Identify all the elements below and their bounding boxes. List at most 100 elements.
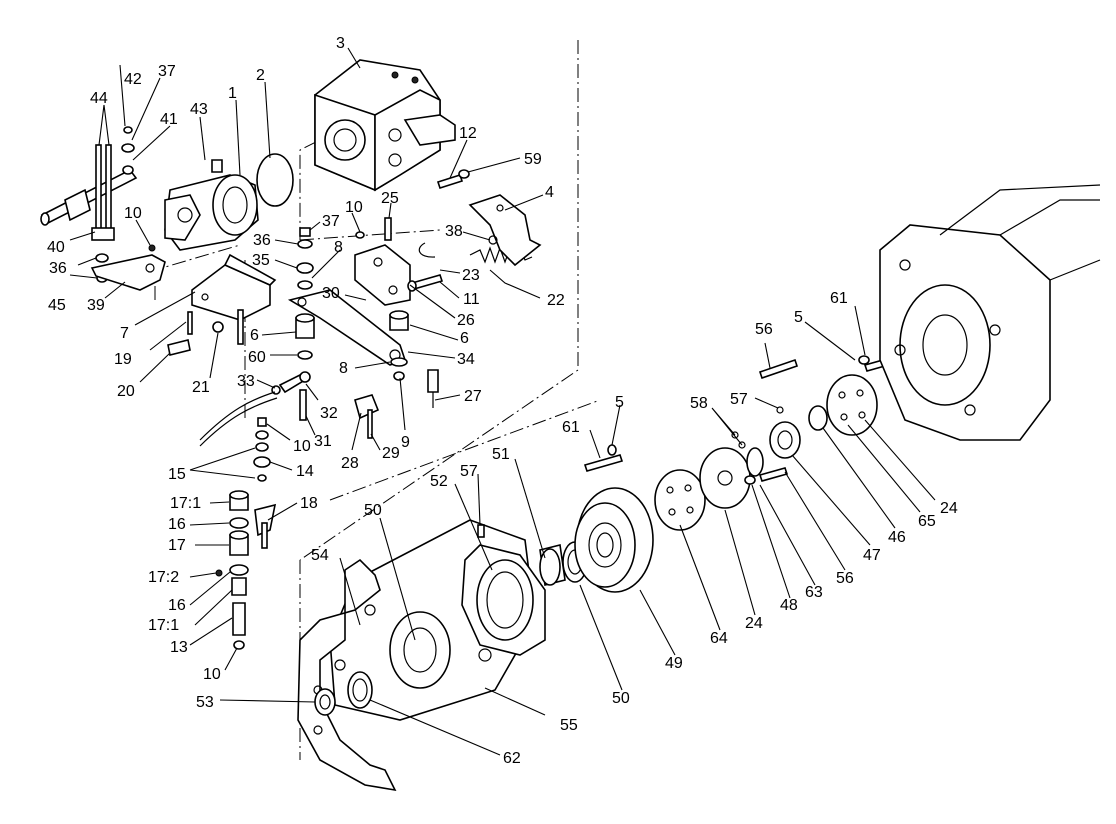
leader-lines (69, 47, 936, 756)
callout-8: 8 (334, 239, 343, 256)
center-stack-parts (295, 227, 315, 360)
coupling-hub-48 (699, 447, 764, 509)
callout-33: 33 (237, 373, 255, 390)
callout-17: 17 (168, 537, 186, 554)
callout-54: 54 (311, 547, 329, 564)
callout-25: 25 (381, 190, 399, 207)
callout-40: 40 (47, 239, 65, 256)
callout-61: 61 (562, 419, 580, 436)
callout-30: 30 (322, 285, 340, 302)
coupling-disc-front (654, 469, 706, 531)
callout-58: 58 (690, 395, 708, 412)
spring-bracket (468, 194, 542, 267)
callout-27: 27 (464, 388, 482, 405)
callout-56b: 56 (836, 570, 854, 587)
callout-4: 4 (545, 184, 554, 201)
callout-2: 2 (256, 67, 265, 84)
callout-47: 47 (863, 547, 881, 564)
callout-63: 63 (805, 584, 823, 601)
bracket-plate (90, 244, 166, 291)
callout-10d: 10 (203, 666, 221, 683)
callout-11: 11 (463, 291, 480, 308)
callout-60: 60 (248, 349, 266, 366)
callout-7: 7 (120, 325, 129, 342)
callout-62: 62 (503, 750, 521, 767)
sleeve-51 (539, 544, 566, 586)
callout-labels: 3 2 1 42 37 44 41 43 12 59 4 10 37 10 25… (47, 35, 958, 767)
callout-50: 50 (364, 502, 382, 519)
spline-hub-47 (744, 405, 828, 485)
callout-3: 3 (336, 35, 345, 52)
control-rod-assembly (40, 126, 138, 283)
callout-6: 6 (250, 327, 259, 344)
callout-45: 45 (48, 297, 66, 314)
callout-23: 23 (462, 267, 480, 284)
callout-52: 52 (430, 473, 448, 490)
callout-44: 44 (90, 90, 108, 107)
callout-36b: 36 (49, 260, 67, 277)
callout-10b: 10 (345, 199, 363, 216)
callout-49: 49 (665, 655, 683, 672)
callout-5: 5 (615, 394, 624, 411)
callout-55: 55 (560, 717, 578, 734)
callout-50b: 50 (612, 690, 630, 707)
o-ring (256, 153, 294, 207)
callout-18: 18 (300, 495, 318, 512)
callout-41: 41 (160, 111, 178, 128)
bearing-53 (314, 688, 336, 716)
callout-21: 21 (192, 379, 210, 396)
callout-64: 64 (710, 630, 728, 647)
callout-15: 15 (168, 466, 186, 483)
bearing-flange (461, 524, 546, 656)
callout-43: 43 (190, 101, 208, 118)
callout-12: 12 (459, 125, 477, 142)
callout-46: 46 (888, 529, 906, 546)
callout-16b: 16 (168, 597, 186, 614)
pump-housing (314, 59, 456, 192)
callout-22: 22 (547, 292, 565, 309)
callout-28: 28 (341, 455, 359, 472)
callout-24: 24 (940, 500, 958, 517)
callout-57b: 57 (730, 391, 748, 408)
callout-10: 10 (124, 205, 142, 222)
callout-16: 16 (168, 516, 186, 533)
drive-pulley (574, 487, 654, 593)
callout-57: 57 (460, 463, 478, 480)
callout-17-2: 17:2 (148, 569, 179, 586)
callout-42: 42 (124, 71, 142, 88)
switch-assembly (354, 369, 439, 439)
callout-14: 14 (296, 463, 314, 480)
right-bushing-stack (389, 310, 409, 381)
callout-36: 36 (253, 232, 271, 249)
callout-20: 20 (117, 383, 135, 400)
callout-13: 13 (170, 639, 188, 656)
callout-17-1: 17:1 (170, 495, 201, 512)
callout-31: 31 (314, 433, 332, 450)
callout-59: 59 (524, 151, 542, 168)
callout-24b: 24 (745, 615, 763, 632)
callout-51: 51 (492, 446, 510, 463)
control-cable (199, 391, 278, 447)
callout-37: 37 (158, 63, 176, 80)
callout-6b: 6 (460, 330, 469, 347)
lower-left-stack (215, 417, 277, 650)
screws-11-12-25 (407, 169, 470, 292)
callout-10c: 10 (293, 438, 311, 455)
control-plate (354, 217, 411, 306)
callout-53: 53 (196, 694, 214, 711)
callout-9: 9 (401, 434, 410, 451)
callout-56: 56 (755, 321, 773, 338)
callout-8b: 8 (339, 360, 348, 377)
callout-19: 19 (114, 351, 132, 368)
gear-pump (164, 159, 259, 251)
callout-29: 29 (382, 445, 400, 462)
mounting-bracket (167, 253, 277, 356)
ball-joint (271, 371, 311, 421)
callout-26: 26 (457, 312, 475, 329)
callout-37b: 37 (322, 213, 340, 230)
callout-5b: 5 (794, 309, 803, 326)
callout-34: 34 (457, 351, 475, 368)
callout-1: 1 (228, 85, 237, 102)
coupling-disc-rear (826, 374, 878, 436)
